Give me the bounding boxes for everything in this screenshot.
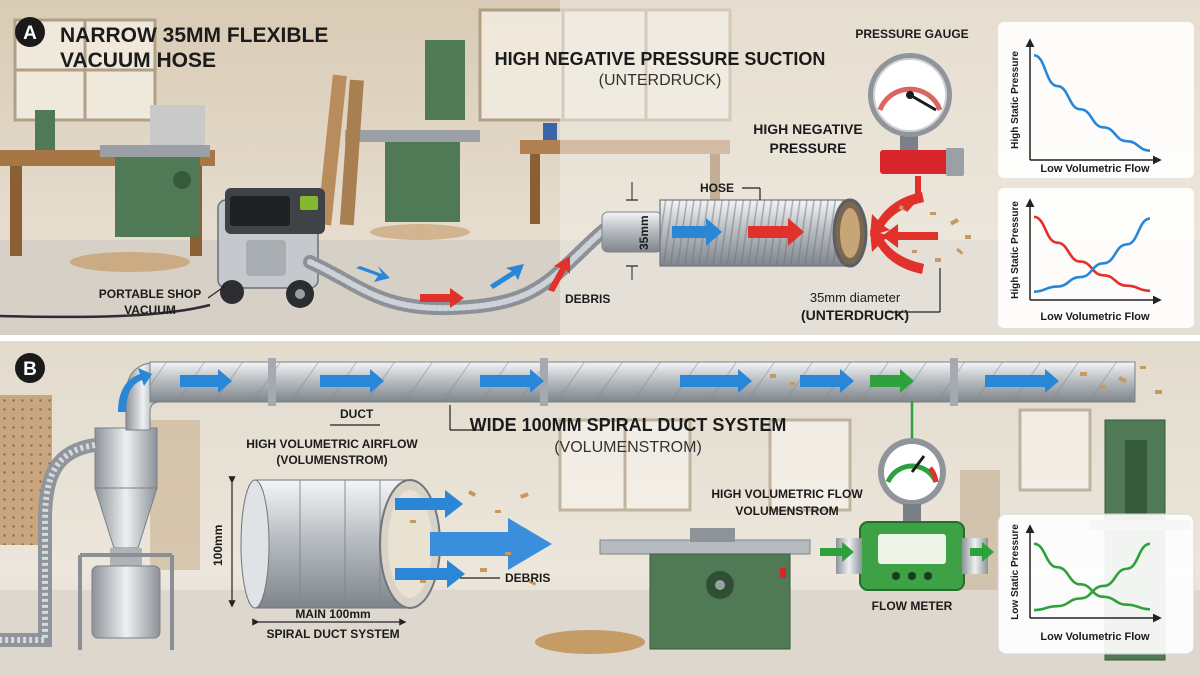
- diameter-label-sub: (UNTERDRUCK): [801, 307, 909, 323]
- chart-panel-a-bottom: [998, 188, 1194, 328]
- chart-panel-b: [997, 513, 1195, 655]
- panel-b-heading-sub: (VOLUMENSTROM): [554, 439, 702, 456]
- wood-planks: [317, 74, 364, 226]
- chart-y-label: Low Static Pressure: [1010, 524, 1021, 620]
- vacuum-leader: [207, 285, 226, 299]
- panel-b-heading: WIDE 100MM SPIRAL DUCT SYSTEM: [470, 415, 787, 435]
- debris-label-b: DEBRIS: [505, 571, 550, 585]
- chart-3: Low Volumetric Flow Low Static Pressure: [1010, 524, 1162, 643]
- sawdust-pile: [70, 252, 190, 272]
- badge-b: B: [15, 353, 45, 383]
- pressure-gauge-label: PRESSURE GAUGE: [855, 27, 968, 41]
- duct-flow-arrows: [118, 368, 1059, 412]
- flow-arrows-hose: [356, 256, 570, 308]
- high-negative-pressure-line2: PRESSURE: [769, 140, 846, 156]
- diameter-label: 35mm diameter: [810, 290, 901, 305]
- chart-x-label: Low Volumetric Flow: [1040, 631, 1150, 643]
- dimension-35mm-label: 35mm: [637, 215, 651, 250]
- main-spiral-duct: [125, 358, 1136, 431]
- panel-a-heading-sub: (UNTERDRUCK): [599, 72, 722, 89]
- table-saw: [599, 528, 811, 650]
- chart-y-label: High Static Pressure: [1010, 201, 1021, 299]
- flow-out-arrow: [970, 542, 994, 562]
- main-duct-line2: SPIRAL DUCT SYSTEM: [266, 627, 399, 641]
- debris-label-a: DEBRIS: [565, 292, 610, 306]
- debris-chips-duct: [770, 366, 1162, 394]
- gauge-tube-arrow: [902, 176, 921, 212]
- sawdust-pile: [535, 630, 645, 654]
- band-saw-background: [345, 40, 480, 222]
- flow-meter: [836, 438, 988, 591]
- chart-1: Low Volumetric Flow High Static Pressure: [1010, 38, 1162, 175]
- suction-arrows: [672, 192, 938, 274]
- hose-label: HOSE: [700, 181, 734, 195]
- panel-a-title-line1: NARROW 35MM FLEXIBLE: [60, 24, 328, 47]
- flow-label-line1: HIGH VOLUMETRIC FLOW: [711, 487, 863, 501]
- portable-vacuum-line2: VACUUM: [124, 303, 176, 317]
- debris-chips-a: [898, 205, 971, 262]
- chart-x-label: Low Volumetric Flow: [1040, 163, 1150, 175]
- dimension-100mm-label: 100mm: [211, 525, 225, 566]
- table-saw-background: [100, 145, 210, 237]
- panel-divider: [0, 335, 1200, 341]
- chart-series-line: [1033, 542, 1151, 612]
- flow-label-line2: VOLUMENSTROM: [735, 504, 838, 518]
- main-duct-line1: MAIN 100mm: [295, 607, 370, 621]
- portable-vacuum-line1: PORTABLE SHOP: [99, 287, 201, 301]
- vacuum-hose-ribs: [307, 222, 615, 312]
- chart-panel-a-top: [998, 22, 1194, 178]
- cyclone-flex-hose-ribs: [0, 442, 96, 643]
- power-cord: [0, 303, 211, 319]
- workshop-windows-b: [558, 408, 1092, 512]
- panel-a-title-line2: VACUUM HOSE: [60, 49, 216, 72]
- airflow-arrows-duct: [395, 490, 552, 588]
- chart-series-line: [1033, 54, 1151, 152]
- pressure-gauge: [868, 53, 964, 176]
- shop-vacuum: [217, 188, 325, 308]
- chart-series-line: [1033, 217, 1151, 293]
- duct-label: DUCT: [340, 407, 374, 421]
- badge-a: A: [15, 17, 45, 47]
- badge-b-letter: B: [23, 359, 37, 380]
- debris-chips-b: [410, 489, 537, 586]
- flow-in-arrow: [820, 542, 854, 562]
- dimension-35mm: [626, 182, 638, 280]
- airflow-label-line1: HIGH VOLUMETRIC AIRFLOW: [246, 437, 418, 451]
- chart-2: Low Volumetric Flow High Static Pressure: [1010, 198, 1162, 323]
- high-negative-pressure-line1: HIGH NEGATIVE: [753, 121, 862, 137]
- panel-a-heading: HIGH NEGATIVE PRESSURE SUCTION: [495, 49, 826, 69]
- sawdust-pile: [370, 224, 470, 240]
- airflow-label-line2: (VOLUMENSTROM): [276, 453, 387, 467]
- chart-y-label: High Static Pressure: [1010, 51, 1021, 149]
- flow-meter-label: FLOW METER: [872, 599, 953, 613]
- chart-x-label: Low Volumetric Flow: [1040, 311, 1150, 323]
- badge-a-letter: A: [23, 23, 37, 44]
